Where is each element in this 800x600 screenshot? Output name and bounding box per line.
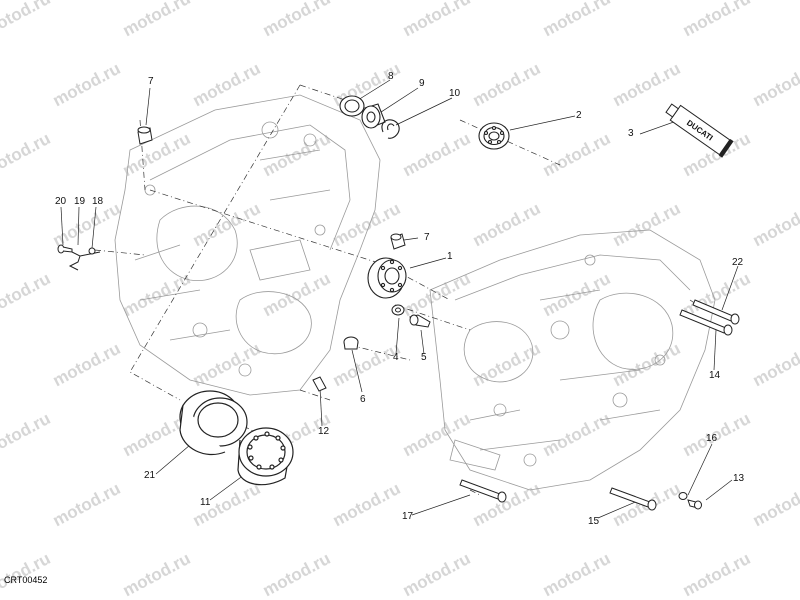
callout-17: 17 (402, 511, 414, 522)
callout-19: 19 (74, 196, 86, 207)
part-12-dowel (312, 376, 327, 392)
callout-7-mid: 7 (424, 232, 430, 243)
part-20-bolt (57, 244, 73, 254)
part-3-sealant-tube: DUCATI (665, 103, 734, 158)
callout-7-top: 7 (148, 76, 154, 87)
part-8-seal (339, 95, 365, 117)
part-2-bearing (478, 122, 510, 150)
part-6-plug (343, 336, 359, 350)
part-14-bolt (679, 309, 733, 336)
part-13-screw (687, 499, 702, 510)
drawing-code: CRT00452 (4, 575, 48, 585)
callout-9: 9 (419, 78, 425, 89)
part-7-top-sleeve (137, 126, 153, 145)
callout-3: 3 (628, 128, 634, 139)
callout-5: 5 (421, 352, 427, 363)
callout-22: 22 (732, 257, 744, 268)
part-1-bearing (367, 257, 407, 299)
callout-1: 1 (447, 251, 453, 262)
part-22-bolt (692, 299, 740, 325)
part-9-bearing (361, 103, 386, 129)
part-5-bolt (409, 314, 431, 328)
callout-18: 18 (92, 196, 104, 207)
part-4-washer (391, 304, 405, 316)
part-16-washer (678, 492, 688, 500)
part-10-ring (381, 119, 400, 139)
callout-8: 8 (388, 71, 394, 82)
callout-13: 13 (733, 473, 745, 484)
callout-4: 4 (393, 352, 399, 363)
callout-15: 15 (588, 516, 600, 527)
right-crankcase-half (429, 229, 716, 491)
part-21-ring (179, 390, 248, 456)
callout-10: 10 (449, 88, 461, 99)
callout-11: 11 (200, 497, 211, 508)
callout-20: 20 (55, 196, 67, 207)
callout-6: 6 (360, 394, 366, 405)
callout-16: 16 (706, 433, 718, 444)
part-18-clip (88, 247, 96, 255)
part-15-bolt (609, 487, 657, 511)
callout-21: 21 (144, 470, 156, 481)
part-17-bolt (459, 479, 507, 503)
callout-14: 14 (709, 370, 721, 381)
part-19-pipe-fitting (68, 251, 101, 271)
left-crankcase-half (114, 94, 381, 396)
callout-2: 2 (576, 110, 582, 121)
part-11-roller-bearing (237, 427, 294, 486)
callout-12: 12 (318, 426, 330, 437)
part-7-sleeve (390, 233, 406, 250)
leader-lines (60, 79, 739, 519)
